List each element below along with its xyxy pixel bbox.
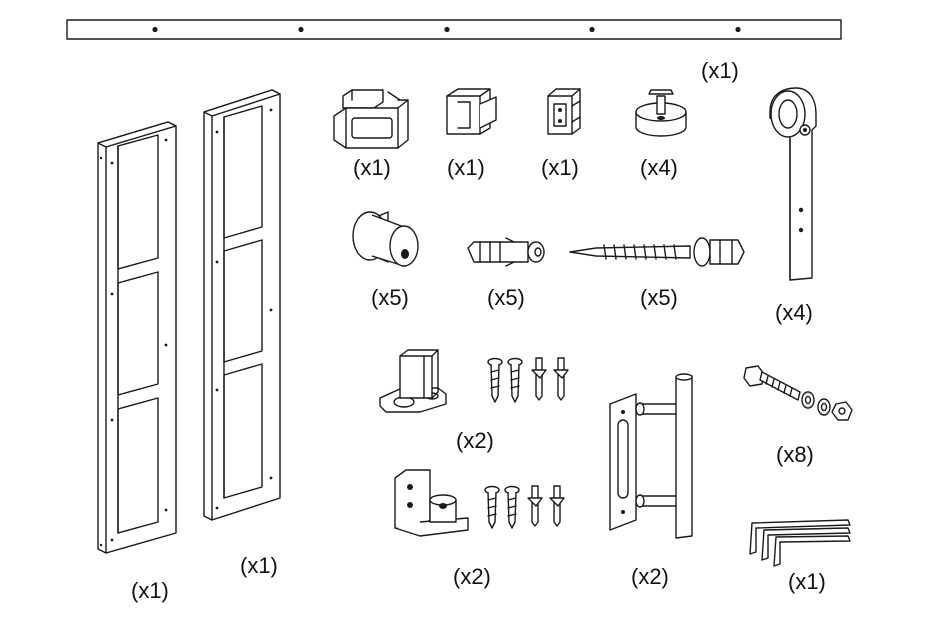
wall-guide-qty-label: (x2) (453, 564, 491, 589)
bushing-qty-label: (x5) (371, 285, 409, 310)
pull-handle (609, 373, 693, 539)
screws-anchors-set-2 (484, 485, 565, 529)
rail-clip-qty-label: (x1) (447, 155, 485, 180)
door-panel-right (203, 89, 281, 521)
round-spacer (635, 89, 687, 137)
rail-clip (446, 88, 497, 135)
hanger-strap (769, 87, 817, 281)
panel-right-qty-label: (x1) (240, 553, 278, 578)
screws-anchors-set-1 (487, 357, 569, 403)
bolt-set (743, 365, 853, 421)
joint-block (547, 88, 581, 135)
hex-keys-qty-label: (x1) (788, 569, 826, 594)
round-spacer-qty-label: (x4) (640, 155, 678, 180)
lag-screw-qty-label: (x5) (640, 285, 678, 310)
floor-guide-qty-label: (x2) (456, 428, 494, 453)
floor-guide (379, 349, 447, 413)
joint-block-qty-label: (x1) (541, 155, 579, 180)
hanger-qty-label: (x4) (775, 300, 813, 325)
lag-screw (569, 237, 745, 267)
wall-anchor (467, 237, 545, 267)
bolt-set-qty-label: (x8) (776, 442, 814, 467)
hex-keys (749, 519, 851, 567)
pull-handle-qty-label: (x2) (631, 564, 669, 589)
wall-guide (394, 469, 469, 537)
door-panel-left (97, 121, 177, 554)
end-stop-qty-label: (x1) (353, 155, 391, 180)
bushing (352, 211, 419, 267)
rail-qty-label: (x1) (701, 58, 739, 83)
wall-anchor-qty-label: (x5) (487, 285, 525, 310)
rail-track (66, 19, 842, 40)
panel-left-qty-label: (x1) (131, 578, 169, 603)
end-stop (333, 89, 409, 149)
